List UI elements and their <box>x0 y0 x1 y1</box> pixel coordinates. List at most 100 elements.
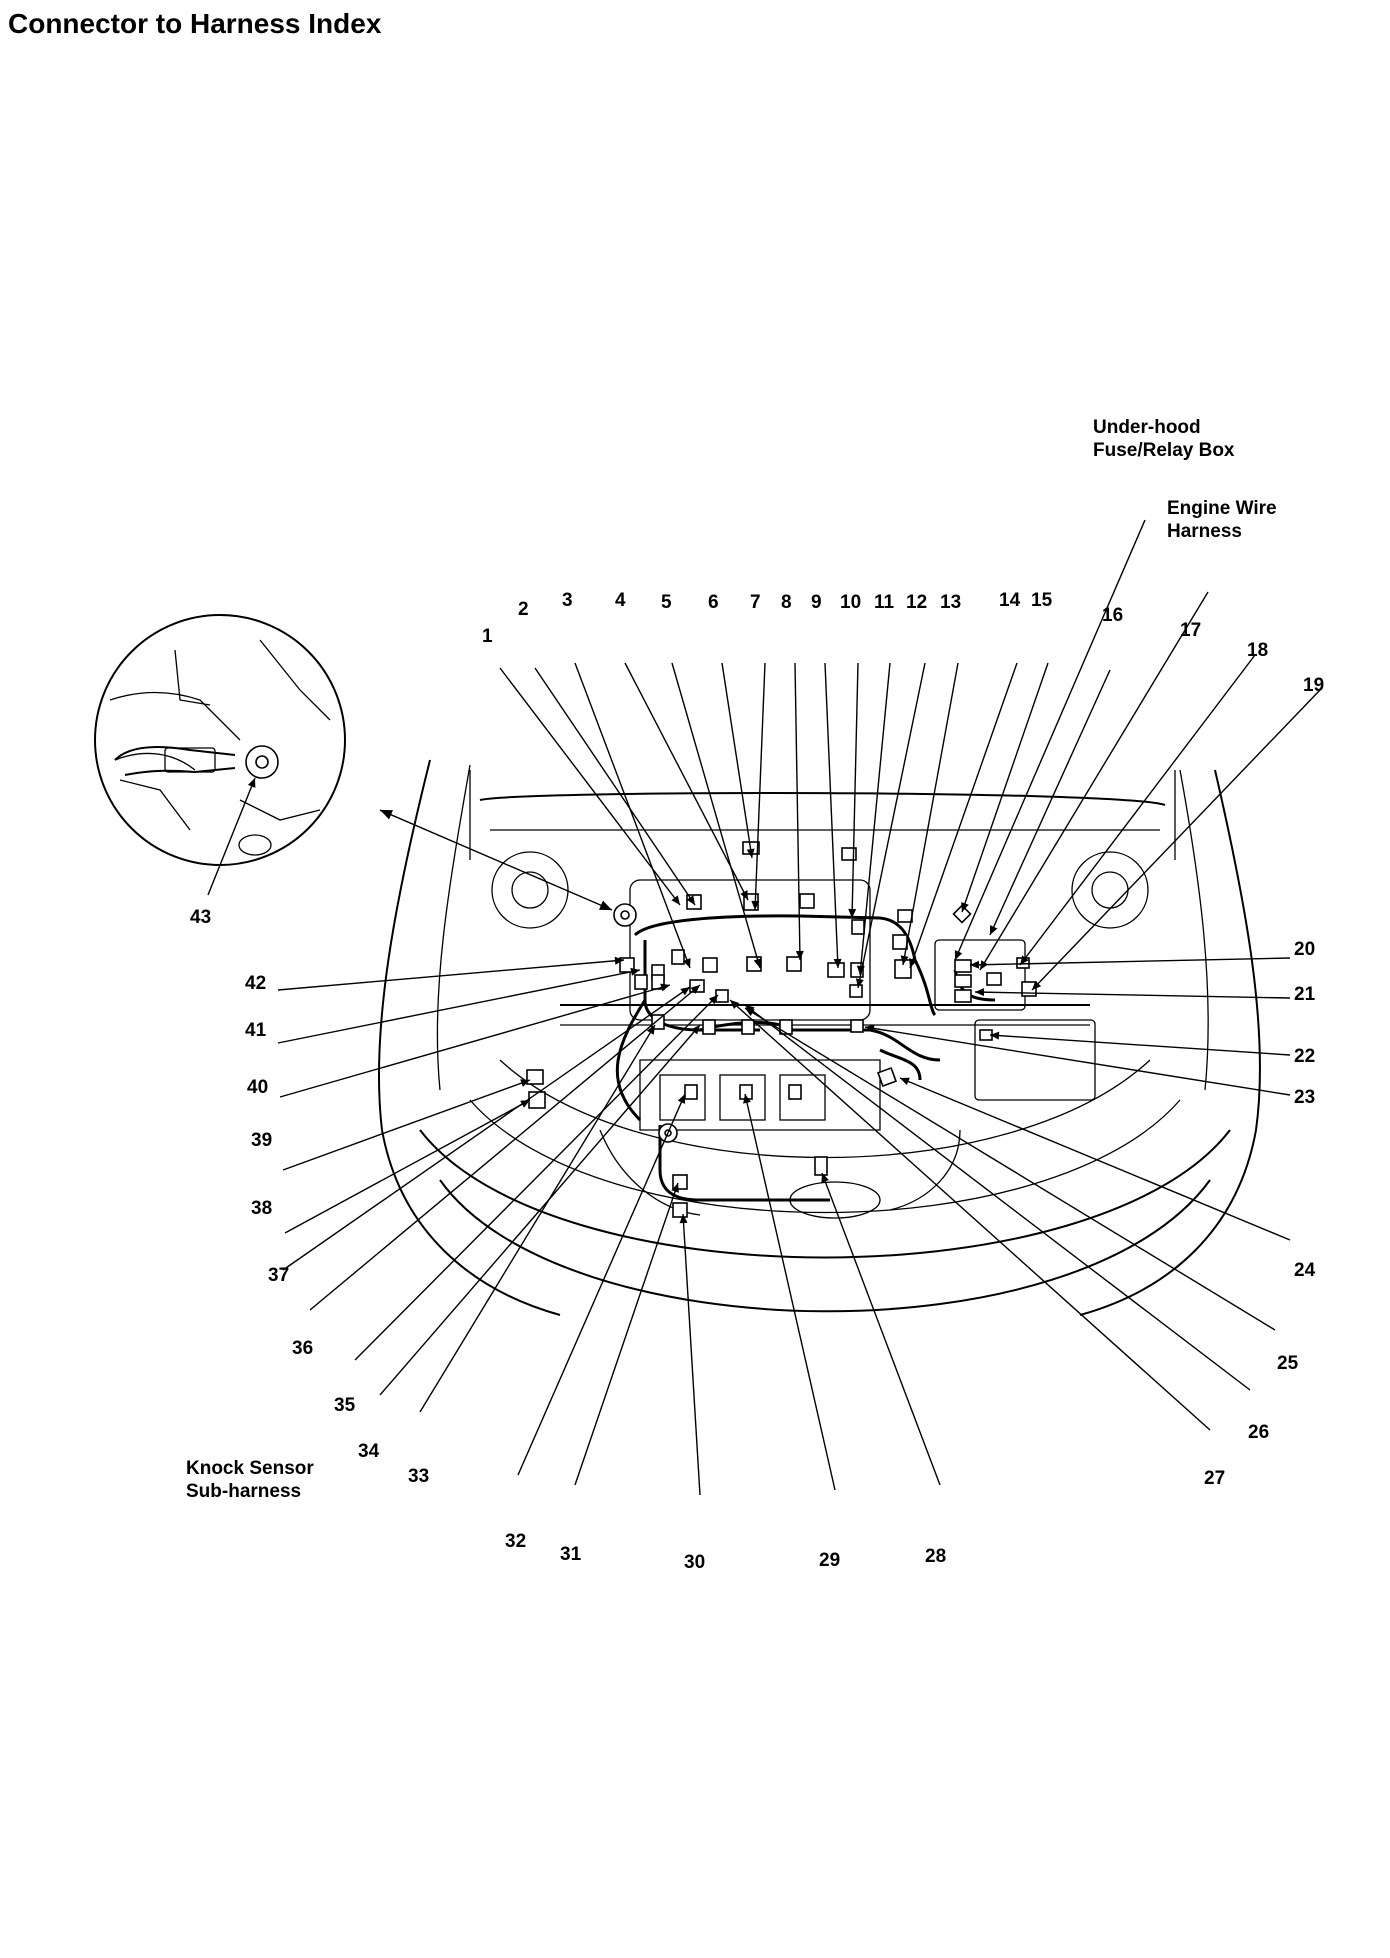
callout-27: 27 <box>1204 1468 1225 1489</box>
leader-line <box>821 1172 941 1486</box>
connector <box>814 1156 828 1176</box>
leader-arrowhead <box>865 1024 875 1033</box>
leader-line <box>974 991 1291 999</box>
leader-line <box>909 662 1018 969</box>
connector <box>841 847 857 861</box>
connector <box>779 1019 793 1035</box>
callout-35: 35 <box>334 1395 356 1416</box>
callout-30: 30 <box>684 1552 705 1573</box>
connector <box>897 909 913 923</box>
callout-21: 21 <box>1294 984 1316 1005</box>
callout-8: 8 <box>781 592 792 613</box>
leader-arrowhead <box>660 983 670 992</box>
leader-arrowhead <box>795 950 804 960</box>
page-title: Connector to Harness Index <box>8 8 382 39</box>
detail-inset <box>94 614 346 866</box>
connector <box>892 934 908 950</box>
connector <box>954 989 972 1003</box>
vehicle-body-outline <box>378 759 1261 1316</box>
connector <box>850 1019 864 1033</box>
leader-line <box>899 1077 1291 1241</box>
leader-arrowhead <box>961 902 969 912</box>
leader-line <box>671 662 761 969</box>
connector <box>851 919 865 935</box>
detail-link-arrowhead <box>380 810 393 820</box>
leader-line <box>744 1093 836 1491</box>
leader-arrowhead <box>730 1000 740 1009</box>
connector <box>827 962 845 978</box>
leader-line <box>857 662 926 989</box>
leader-line <box>282 986 691 1271</box>
label-engine-harness-line2: Harness <box>1167 521 1242 542</box>
callout-34: 34 <box>358 1441 380 1462</box>
leader-arrowhead <box>247 778 256 788</box>
callout-32: 32 <box>505 1531 526 1552</box>
callout-31: 31 <box>560 1544 582 1565</box>
leader-arrowhead <box>855 978 864 988</box>
leader-line <box>961 662 1049 913</box>
connector <box>786 956 802 972</box>
leader-line <box>574 662 691 969</box>
callout-24: 24 <box>1294 1260 1316 1281</box>
connector <box>684 1084 698 1100</box>
callout-11: 11 <box>874 592 895 613</box>
connector <box>671 949 685 965</box>
ground-terminal <box>620 910 630 920</box>
callout-25: 25 <box>1277 1353 1299 1374</box>
leader-arrowhead <box>520 1100 530 1108</box>
leader-line <box>682 1213 701 1496</box>
callout-17: 17 <box>1180 620 1201 641</box>
callout-1: 1 <box>482 626 493 647</box>
leader-arrowhead <box>679 1214 688 1224</box>
leader-line <box>284 1099 531 1234</box>
leader-arrowhead <box>753 958 762 968</box>
callout-43: 43 <box>190 907 211 928</box>
leader-line <box>419 1024 656 1413</box>
callout-33: 33 <box>408 1466 429 1487</box>
callout-4: 4 <box>615 590 626 611</box>
leader-line <box>744 1007 1276 1331</box>
callout-18: 18 <box>1247 640 1268 661</box>
leader-arrowhead <box>671 1183 679 1193</box>
leader-line <box>1031 689 1321 991</box>
callout-numbers: 1 2 3 4 5 6 7 8 9 10 11 12 13 14 15 16 1… <box>190 590 1324 1573</box>
leader-arrowhead <box>975 988 985 997</box>
leader-line <box>1019 654 1256 966</box>
leader-line <box>574 1182 679 1486</box>
leader-arrowhead <box>900 955 909 965</box>
leader-line <box>859 662 891 976</box>
callout-23: 23 <box>1294 1087 1315 1108</box>
label-knock-sensor-line1: Knock Sensor <box>186 1458 314 1479</box>
callout-20: 20 <box>1294 939 1315 960</box>
leader-line <box>824 662 839 969</box>
callout-22: 22 <box>1294 1046 1315 1067</box>
leader-line <box>499 667 681 906</box>
leader-line <box>729 999 1211 1431</box>
leader-line <box>207 777 256 896</box>
leader-lines <box>207 519 1321 1496</box>
connector <box>877 1067 897 1087</box>
leader-arrowhead <box>740 890 748 900</box>
leader-arrowhead <box>751 900 760 910</box>
leader-line <box>624 662 749 901</box>
callout-12: 12 <box>906 592 927 613</box>
connector <box>672 1202 688 1218</box>
leader-line <box>534 667 696 906</box>
leader-line <box>989 1034 1291 1056</box>
callout-9: 9 <box>811 592 822 613</box>
callout-41: 41 <box>245 1020 267 1041</box>
callout-5: 5 <box>661 592 672 613</box>
callout-26: 26 <box>1248 1422 1269 1443</box>
label-engine-harness-line1: Engine Wire <box>1167 498 1277 519</box>
leader-arrowhead <box>833 958 842 968</box>
leader-line <box>721 662 753 859</box>
leader-arrowhead <box>683 958 691 968</box>
leader-arrowhead <box>743 1094 751 1104</box>
leader-line <box>309 984 701 1311</box>
callout-42: 42 <box>245 973 266 994</box>
leader-arrowhead <box>900 1077 910 1086</box>
connector <box>952 904 972 924</box>
leader-line <box>989 669 1111 936</box>
leader-arrowhead <box>990 925 998 935</box>
